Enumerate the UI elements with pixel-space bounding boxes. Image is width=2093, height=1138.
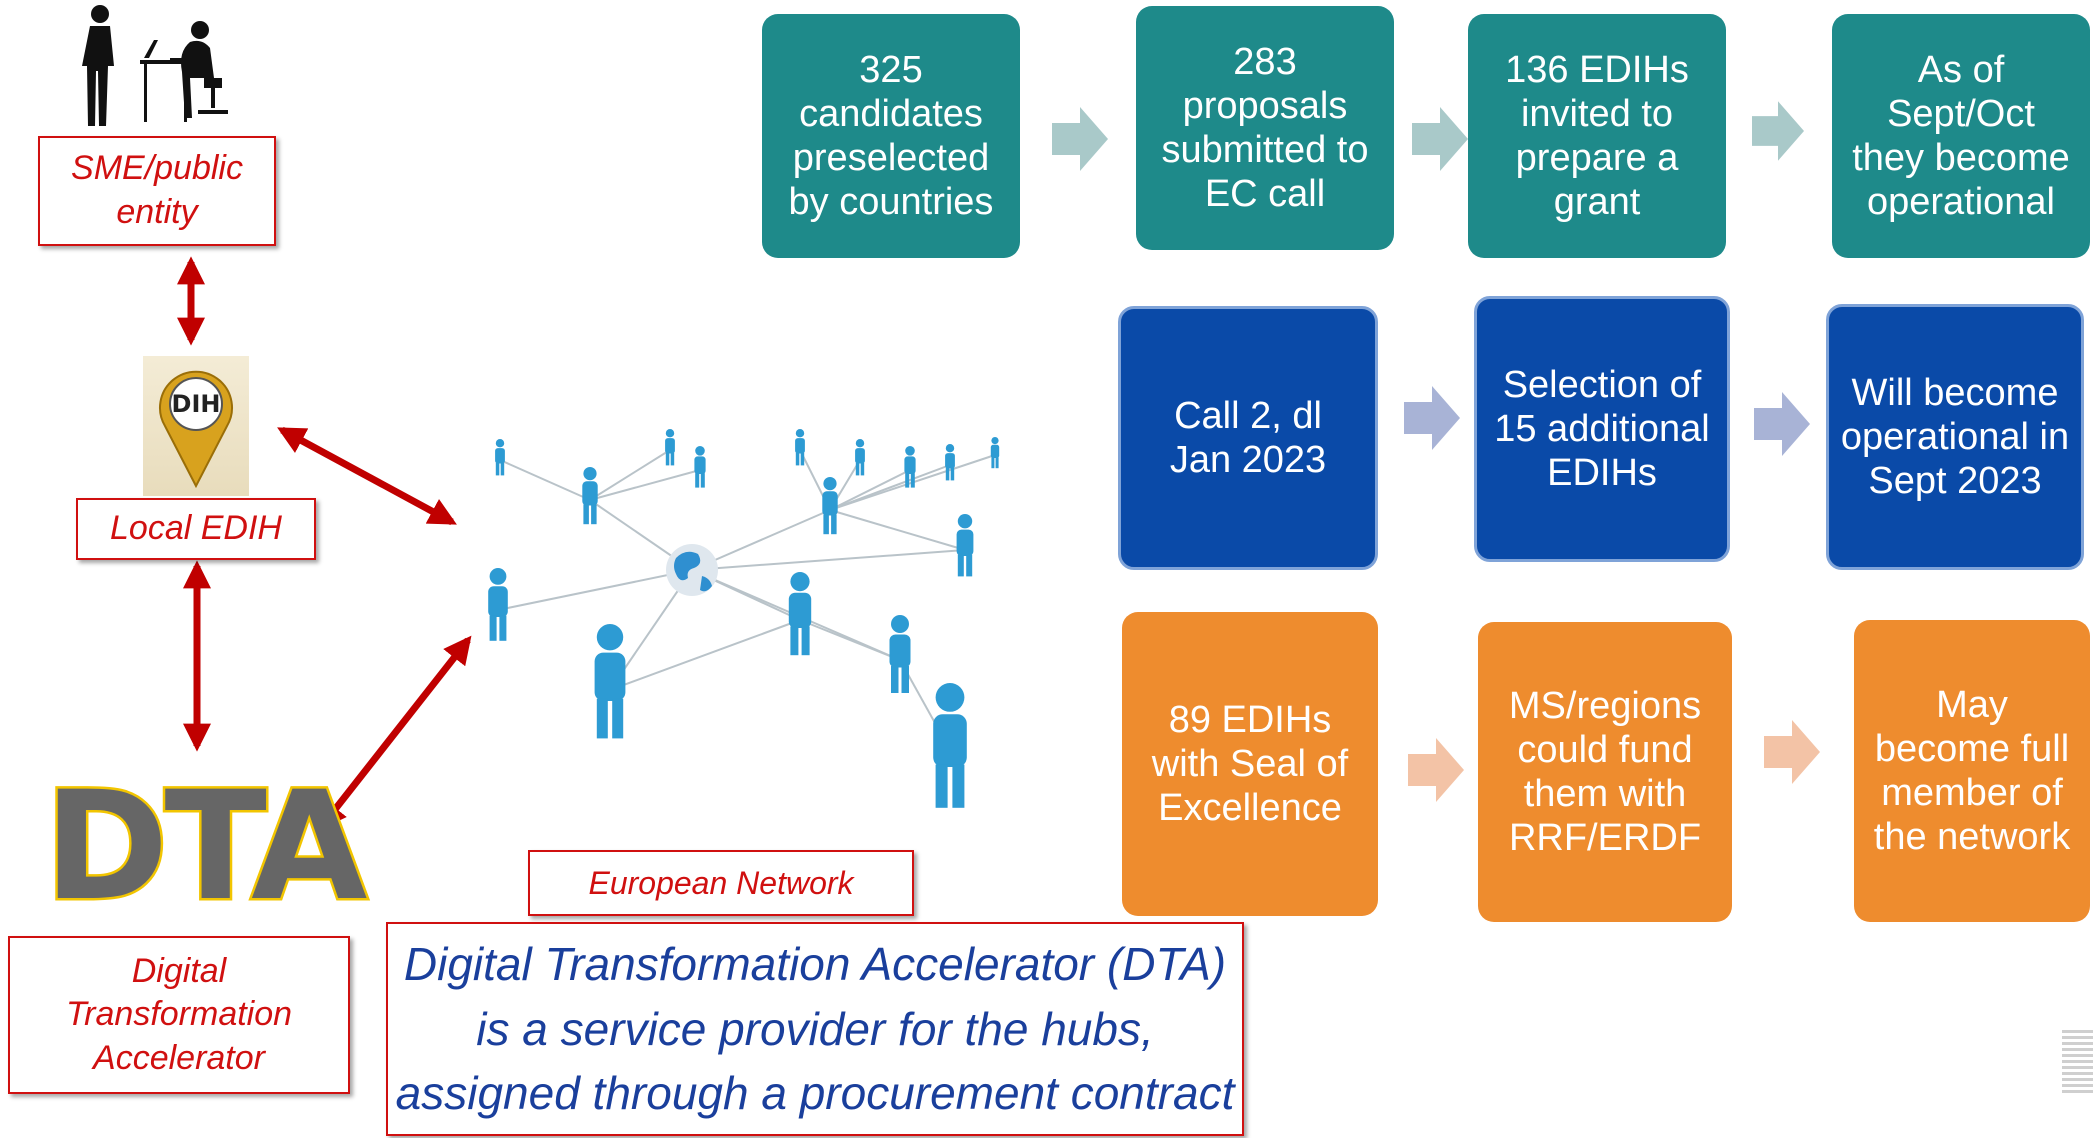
dta-description-line-3: assigned through a procurement contract	[395, 1067, 1235, 1120]
chevron-right-icon	[1052, 107, 1108, 171]
chevron-right-icon	[1754, 392, 1810, 456]
sme-label: SME/public entity	[71, 149, 243, 231]
local-edih-label-box: Local EDIH	[76, 498, 316, 560]
map-pin-icon	[159, 370, 233, 489]
chevron-right-icon	[1408, 738, 1464, 802]
row2-step3-text: Will become operational in Sept 2023	[1840, 371, 2070, 503]
row3-step3-text: May become full member of the network	[1873, 683, 2071, 859]
row1-step3-text: 136 EDIHs invited to prepare a grant	[1505, 48, 1689, 224]
dta-label: Digital Transformation Accelerator	[65, 951, 293, 1077]
dta-description-line-1: Digital Transformation Accelerator (DTA)	[403, 938, 1227, 991]
dta-description-box: Digital Transformation Accelerator (DTA)…	[386, 922, 1244, 1136]
row3-step1-box: 89 EDIHs with Seal of Excellence	[1122, 612, 1378, 916]
people-silhouettes-icon	[82, 5, 228, 126]
row1-step1-box: 325 candidates preselected by countries	[762, 14, 1020, 258]
row2-arrow-1	[1404, 386, 1460, 450]
row1-arrow-1	[1052, 107, 1108, 171]
dta-label-box: Digital Transformation Accelerator	[8, 936, 350, 1094]
row3-step2-box: MS/regions could fund them with RRF/ERDF	[1478, 622, 1732, 922]
row1-arrow-3	[1752, 101, 1804, 161]
european-network-label-box: European Network	[528, 850, 914, 916]
row2-step2-box: Selection of 15 additional EDIHs	[1474, 296, 1730, 562]
chevron-right-icon	[1404, 386, 1460, 450]
chevron-right-icon	[1412, 107, 1468, 171]
row3-arrow-2	[1764, 720, 1820, 784]
dih-badge: DIH	[143, 356, 249, 496]
people-network-illustration	[488, 429, 1000, 808]
chevron-right-icon	[1764, 720, 1820, 784]
row1-step2-box: 283 proposals submitted to EC call	[1136, 6, 1394, 250]
row1-step4-text: As of Sept/Oct they become operational	[1852, 48, 2070, 224]
row3-step2-text: MS/regions could fund them with RRF/ERDF	[1508, 684, 1702, 860]
row2-step3-box: Will become operational in Sept 2023	[1826, 304, 2084, 570]
local-edih-label: Local EDIH	[110, 509, 282, 548]
row2-arrow-2	[1754, 392, 1810, 456]
row1-step2-text: 283 proposals submitted to EC call	[1161, 40, 1369, 216]
row2-step1-box: Call 2, dl Jan 2023	[1118, 306, 1378, 570]
globe-icon	[666, 544, 718, 596]
row2-step1-text: Call 2, dl Jan 2023	[1169, 394, 1327, 481]
row3-step1-text: 89 EDIHs with Seal of Excellence	[1151, 698, 1349, 830]
dih-badge-text: DIH	[171, 390, 221, 418]
row1-step4-box: As of Sept/Oct they become operational	[1832, 14, 2090, 258]
decorative-stripes	[2062, 1030, 2093, 1094]
row3-step3-box: May become full member of the network	[1854, 620, 2090, 922]
row1-step3-box: 136 EDIHs invited to prepare a grant	[1468, 14, 1726, 258]
dta-description-line-2: is a service provider for the hubs,	[476, 1002, 1154, 1055]
chevron-right-icon	[1752, 101, 1804, 161]
dta-logo: DTA	[41, 758, 369, 937]
sme-label-box: SME/public entity	[38, 136, 276, 246]
row1-step1-text: 325 candidates preselected by countries	[788, 48, 994, 224]
european-network-label: European Network	[588, 864, 854, 901]
row2-step2-text: Selection of 15 additional EDIHs	[1494, 363, 1710, 495]
row1-arrow-2	[1412, 107, 1468, 171]
row3-arrow-1	[1408, 738, 1464, 802]
